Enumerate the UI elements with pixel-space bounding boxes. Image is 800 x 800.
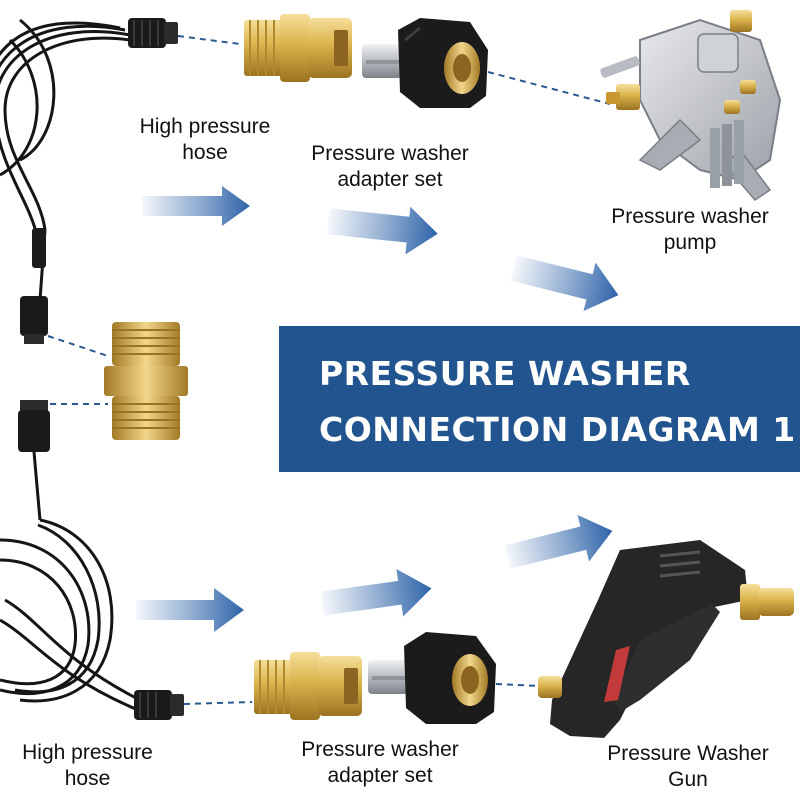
label-bottom-adapter-set: Pressure washer adapter set — [301, 738, 459, 787]
flow-arrow-2 — [327, 206, 438, 255]
label-top-hose: High pressure hose — [139, 115, 271, 164]
hose-ferrule-top — [32, 228, 46, 268]
label-pump: Pressure washer pump — [611, 205, 769, 254]
brass-double-male-fitting-icon — [104, 322, 188, 440]
brass-coupler-bottom-icon — [254, 652, 362, 720]
label-bottom-hose: High pressure hose — [22, 741, 153, 790]
hose-fitting-top-right-icon — [128, 18, 178, 48]
flow-arrow-1 — [142, 186, 250, 226]
hose-fitting-middle-upper-icon — [20, 296, 48, 344]
title-banner: PRESSURE WASHER CONNECTION DIAGRAM 1 — [279, 326, 800, 472]
pressure-washer-pump-icon — [600, 10, 782, 201]
pressure-washer-gun-icon — [538, 540, 794, 738]
label-top-adapter-set: Pressure washer adapter set — [311, 142, 469, 191]
quick-connect-plug-top-icon — [362, 18, 488, 108]
hose-coil-bottom-icon — [0, 451, 141, 712]
title-line-1: PRESSURE WASHER — [319, 354, 691, 393]
flow-arrow-6 — [136, 588, 244, 632]
flow-arrows — [136, 186, 619, 632]
label-gun: Pressure Washer Gun — [607, 742, 769, 791]
dashed-connector-lines — [47, 35, 611, 705]
flow-arrow-3 — [510, 255, 619, 312]
hose-fitting-bottom-right-icon — [134, 690, 184, 720]
title-line-2: CONNECTION DIAGRAM 1 — [319, 410, 796, 449]
hose-fitting-middle-lower-icon — [18, 400, 50, 452]
flow-arrow-5 — [320, 569, 432, 617]
brass-coupler-top-icon — [244, 14, 352, 82]
quick-connect-plug-bottom-icon — [368, 632, 496, 724]
flow-arrow-4 — [504, 514, 613, 569]
